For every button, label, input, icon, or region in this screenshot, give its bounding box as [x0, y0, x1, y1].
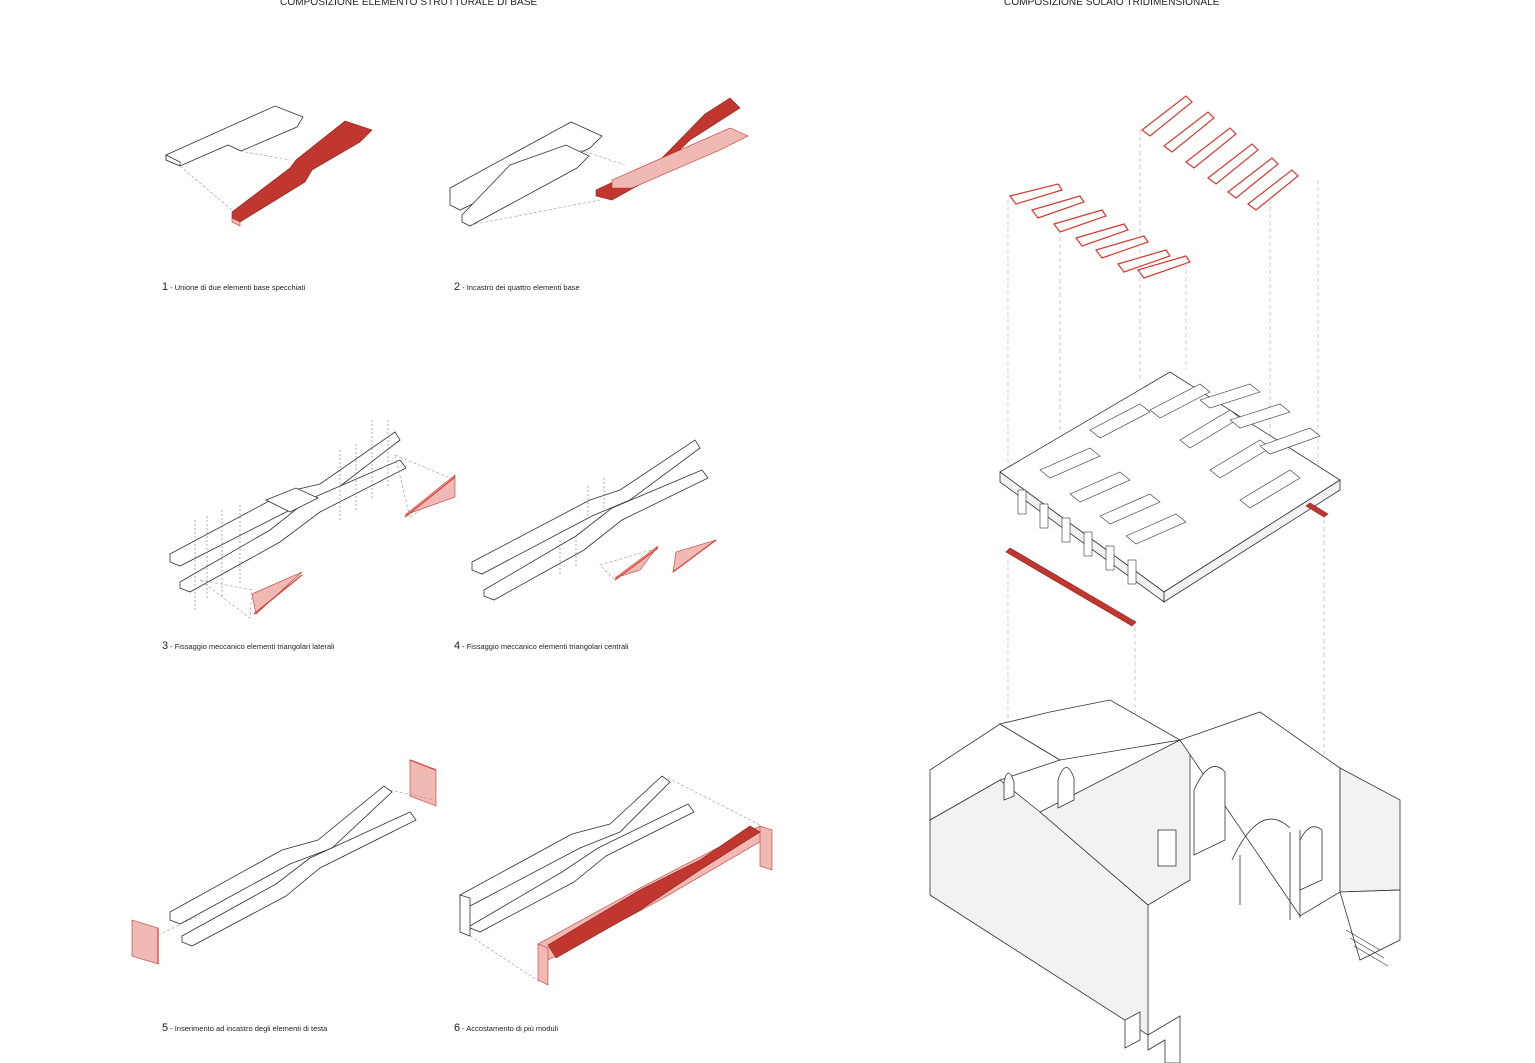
step-text: - Fissaggio meccanico elementi triangola… [462, 642, 629, 651]
step-4-drawing [471, 439, 717, 601]
step-text: - Fissaggio meccanico elementi triangola… [170, 642, 335, 651]
step-number: 3 [162, 640, 169, 652]
floor-slab-3d [999, 371, 1341, 603]
step-caption-3: 3- Fissaggio meccanico elementi triangol… [162, 640, 334, 652]
step-text: - Inserimento ad incastro degli elementi… [170, 1024, 328, 1033]
step-number: 2 [454, 281, 461, 293]
right-section-title: COMPOSIZIONE SOLAIO TRIDIMENSIONALE [1004, 0, 1220, 8]
step-number: 1 [162, 281, 169, 293]
step-text: - Incastro dei quattro elementi base [462, 283, 580, 292]
step-text: - Accostamento di più moduli [462, 1024, 559, 1033]
step-2-drawing [449, 97, 749, 227]
existing-building-3d [929, 699, 1401, 1063]
step-number: 5 [162, 1022, 169, 1034]
step-text: - Unione di due elementi base specchiati [170, 283, 306, 292]
step-number: 4 [454, 640, 461, 652]
projection-lines [1007, 130, 1325, 820]
step-3-drawing [169, 420, 456, 619]
step-caption-6: 6- Accostamento di più moduli [454, 1022, 558, 1034]
step-number: 6 [454, 1022, 461, 1034]
step-5-drawing [131, 759, 437, 965]
edge-beams [1005, 502, 1329, 627]
step-caption-1: 1- Unione di due elementi base specchiat… [162, 281, 305, 293]
step-caption-5: 5- Inserimento ad incastro degli element… [162, 1022, 327, 1034]
step-6-drawing [459, 775, 773, 986]
step-1-drawing [165, 105, 373, 227]
left-section-title: COMPOSIZIONE ELEMENTO STRUTTURALE DI BAS… [280, 0, 538, 8]
step-caption-4: 4- Fissaggio meccanico elementi triangol… [454, 640, 628, 652]
step-caption-2: 2- Incastro dei quattro elementi base [454, 281, 580, 293]
triangle-panels-upper [1008, 95, 1299, 279]
